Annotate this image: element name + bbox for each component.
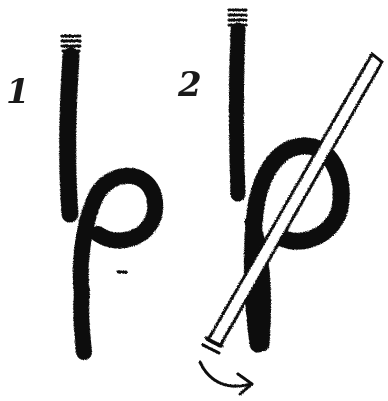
figure-2: 2 [177, 10, 382, 394]
rope-1-standing-part [68, 56, 71, 214]
figure-1: 1 [6, 36, 155, 352]
rope-1-working-end [81, 290, 84, 352]
rope-1-loop [81, 176, 156, 296]
rope-figure-1 [62, 36, 155, 352]
figure-1-label: 1 [6, 72, 30, 112]
figure-2-label: 2 [177, 65, 202, 105]
rod-end-mark [203, 345, 219, 353]
rotation-arrow-curve [200, 362, 250, 386]
rotation-arrow [200, 362, 252, 394]
rope-2-standing-part [237, 30, 239, 194]
